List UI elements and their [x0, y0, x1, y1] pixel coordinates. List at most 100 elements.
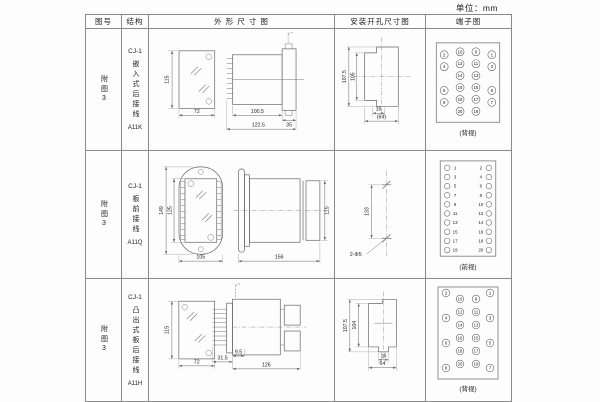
- structure-cell-row3: CJ-1 凸出式板后接线 A11H: [122, 279, 149, 401]
- svg-text:10: 10: [458, 296, 463, 301]
- svg-text:8: 8: [445, 365, 448, 370]
- view-label: (前视): [459, 262, 476, 271]
- front-view: 149 125 105: [159, 166, 223, 264]
- svg-text:10: 10: [458, 49, 463, 54]
- svg-text:1: 1: [489, 290, 492, 295]
- header-terminal: 端子图: [426, 15, 511, 29]
- svg-text:2: 2: [445, 290, 448, 295]
- svg-text:14: 14: [458, 73, 463, 78]
- svg-text:19: 19: [453, 248, 458, 253]
- model-label: CJ-1: [128, 183, 142, 190]
- dim-label: 64: [380, 361, 386, 367]
- outline-cell-row3: 115 72 9.5 31.5: [149, 279, 335, 401]
- svg-text:2: 2: [480, 165, 483, 170]
- svg-text:4: 4: [443, 64, 446, 69]
- header-outline: 外 形 尺 寸 图: [149, 15, 335, 29]
- side-view: 100.5 35 122.5: [226, 32, 304, 131]
- svg-text:17: 17: [474, 348, 479, 353]
- dim-label: 31.5: [217, 355, 227, 361]
- svg-text:5: 5: [489, 340, 492, 345]
- view-label: (背视): [459, 384, 476, 393]
- spec-table: 图号 结构 外 形 尺 寸 图 安装开孔尺寸图 端子图 附图3 CJ-1 嵌入式…: [85, 14, 512, 402]
- svg-text:10: 10: [478, 202, 483, 207]
- dim-label: 115: [324, 206, 330, 214]
- install-drawing-a11k: 107.5 105 16 (64): [342, 37, 411, 125]
- dim-label: 156: [275, 255, 284, 261]
- svg-text:13: 13: [453, 220, 458, 225]
- svg-text:13: 13: [474, 322, 479, 327]
- figure-number-row2: 附图3: [86, 151, 122, 279]
- structure-cell-row1: CJ-1 嵌入式后接线 A11K: [122, 29, 149, 151]
- outline-cell-row2: 149 125 105 156: [149, 151, 335, 279]
- structure-label: 板前接线: [132, 195, 139, 235]
- svg-text:16: 16: [458, 335, 463, 340]
- outline-drawing-a11k: 115 72 100.5 35: [165, 32, 304, 131]
- figure-number-row1: 附图3: [86, 29, 122, 151]
- svg-text:7: 7: [491, 100, 494, 105]
- side-view: 156 115: [233, 168, 330, 264]
- svg-text:18: 18: [458, 348, 463, 353]
- install-drawing-a11h: 107.5 104 16 64: [343, 291, 397, 371]
- dim-label: 105: [196, 255, 205, 261]
- svg-text:15: 15: [453, 229, 458, 234]
- dim-label: 104: [352, 321, 358, 330]
- front-view: 115 72: [165, 50, 216, 119]
- svg-text:3: 3: [454, 175, 457, 180]
- svg-text:16: 16: [478, 229, 483, 234]
- dim-label: 115: [165, 75, 171, 83]
- figure-number-label: 附图3: [100, 325, 108, 355]
- svg-text:15: 15: [474, 335, 479, 340]
- svg-text:4: 4: [480, 175, 483, 180]
- svg-text:20: 20: [478, 248, 483, 253]
- svg-text:14: 14: [458, 322, 463, 327]
- svg-text:12: 12: [458, 309, 463, 314]
- svg-text:16: 16: [458, 85, 463, 90]
- structure-cell-row2: CJ-1 板前接线 A11Q: [122, 151, 149, 279]
- dim-label: 115: [164, 326, 170, 334]
- header-fig-no: 图号: [86, 15, 122, 29]
- svg-text:3: 3: [489, 315, 492, 320]
- svg-text:2: 2: [443, 52, 446, 57]
- model-label: CJ-1: [128, 293, 142, 301]
- svg-text:11: 11: [474, 61, 479, 66]
- header-structure: 结构: [122, 15, 149, 29]
- svg-text:11: 11: [453, 211, 458, 216]
- dim-label: 2-Φ5: [350, 252, 362, 258]
- svg-text:12: 12: [458, 61, 463, 66]
- svg-text:19: 19: [474, 109, 479, 114]
- svg-text:19: 19: [474, 361, 479, 366]
- dim-label: 16: [376, 107, 382, 113]
- svg-text:12: 12: [478, 211, 483, 216]
- structure-label: 嵌入式后接线: [132, 60, 139, 120]
- install-drawing-a11q: 133 2-Φ5: [350, 170, 392, 258]
- side-view: 9.5 31.5 126: [212, 283, 307, 371]
- svg-text:8: 8: [480, 193, 483, 198]
- svg-text:3: 3: [491, 64, 494, 69]
- figure-number-row3: 附图3: [86, 279, 122, 401]
- dim-label: 9.5: [235, 349, 242, 355]
- svg-text:14: 14: [478, 220, 483, 225]
- header-install: 安装开孔尺寸图: [335, 15, 426, 29]
- svg-text:15: 15: [474, 85, 479, 90]
- install-cell-row1: 107.5 105 16 (64): [335, 29, 426, 151]
- svg-text:20: 20: [458, 361, 463, 366]
- dim-label: 149: [159, 206, 165, 215]
- svg-text:9: 9: [475, 296, 478, 301]
- dim-label: 125: [168, 206, 174, 215]
- svg-text:1: 1: [454, 165, 457, 170]
- dim-label: 100.5: [251, 109, 264, 115]
- svg-text:6: 6: [445, 340, 448, 345]
- unit-label: 单位：mm: [455, 3, 498, 13]
- svg-text:6: 6: [443, 88, 446, 93]
- dim-label: 107.5: [342, 70, 348, 83]
- view-label: (背视): [459, 128, 476, 137]
- figure-number-label: 附图3: [100, 74, 108, 105]
- structure-label: 凸出式板后接线: [132, 305, 139, 376]
- code-label: A11Q: [127, 240, 143, 246]
- model-label: CJ-1: [128, 48, 142, 55]
